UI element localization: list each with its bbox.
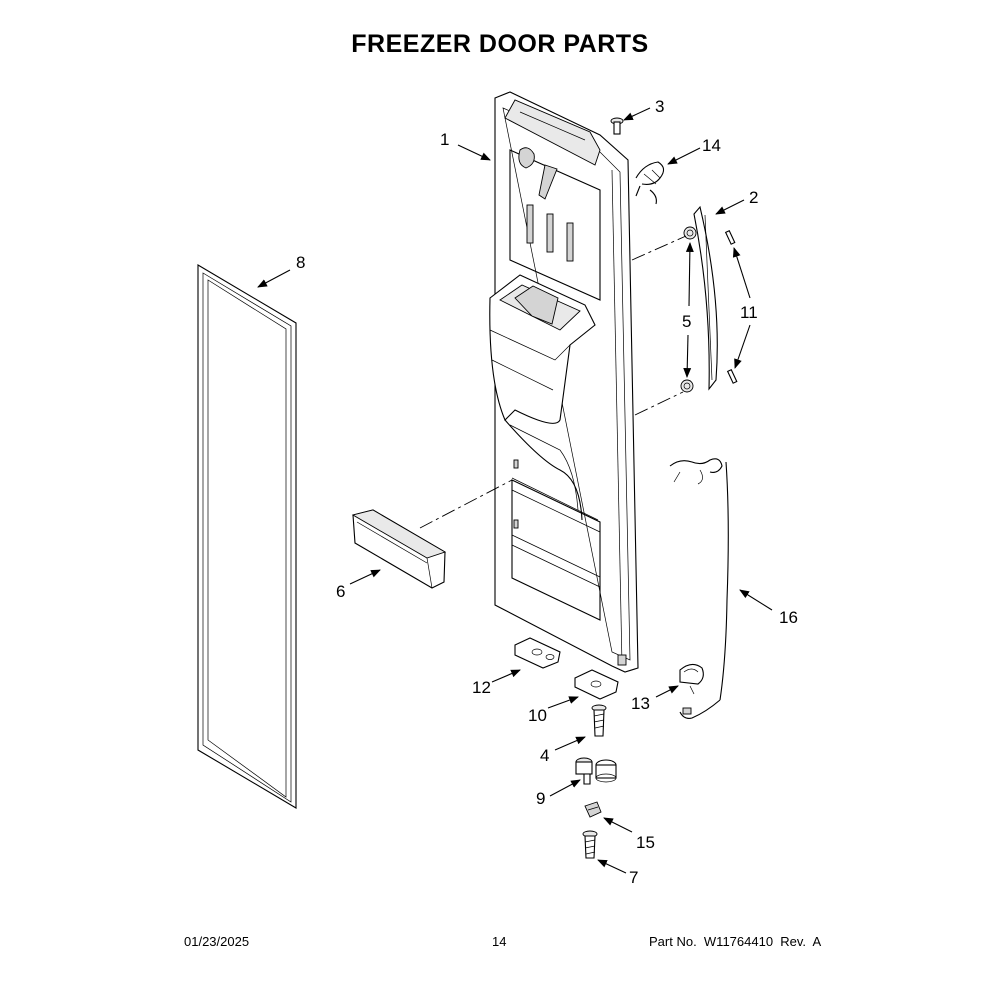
callout-14: 14 [702, 136, 721, 155]
footer-part-number: Part No. W11764410 Rev. A [649, 934, 822, 949]
callout-3: 3 [655, 97, 664, 116]
handle-set-screw-bottom [726, 368, 738, 384]
handle-mounting-stud-bottom [680, 379, 694, 393]
callout-9: 9 [536, 789, 545, 808]
leader-arrows [257, 107, 773, 874]
wire-harness [669, 458, 729, 719]
callout-8: 8 [296, 253, 305, 272]
screw-top [610, 117, 624, 135]
callout-4: 4 [540, 746, 549, 765]
callout-12: 12 [472, 678, 491, 697]
footer-page-number: 14 [492, 934, 507, 949]
lower-hinge-bracket [514, 637, 561, 669]
callout-13: 13 [631, 694, 650, 713]
callout-6: 6 [336, 582, 345, 601]
wire-clamp [679, 663, 704, 695]
callout-1: 1 [440, 130, 449, 149]
door-bin [351, 509, 447, 589]
freezer-door [489, 91, 639, 673]
handle-mounting-stud-top [683, 226, 697, 240]
callout-16: 16 [779, 608, 798, 627]
callout-2: 2 [749, 188, 758, 207]
page-title: FREEZER DOOR PARTS [351, 30, 649, 58]
door-gasket [197, 264, 297, 809]
hinge-wire-clip [635, 161, 665, 205]
handle-set-screw-top [724, 229, 736, 245]
hinge-bushing [575, 757, 617, 785]
hinge [574, 669, 619, 700]
footer-date: 01/23/2025 [184, 934, 250, 949]
bottom-screw [582, 830, 598, 859]
callout-15: 15 [636, 833, 655, 852]
hinge-screw [591, 704, 607, 737]
callout-10: 10 [528, 706, 547, 725]
callout-5: 5 [682, 312, 691, 331]
hinge-shim [584, 801, 602, 818]
door-handle [693, 205, 718, 391]
callout-11: 11 [740, 303, 758, 322]
callout-7: 7 [629, 868, 638, 887]
